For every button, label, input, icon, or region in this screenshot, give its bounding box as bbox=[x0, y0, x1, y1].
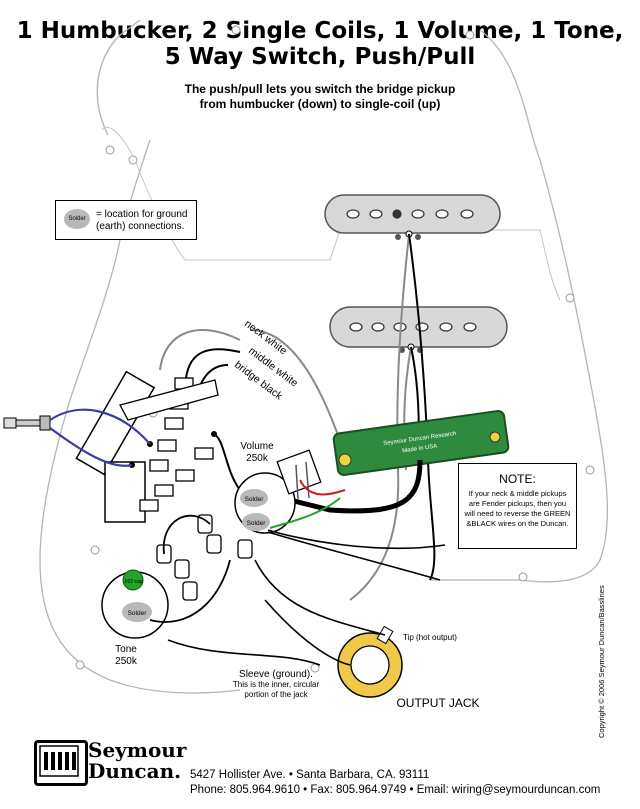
screw-holes bbox=[75, 25, 595, 673]
subtitle-line-2: from humbucker (down) to single-coil (up… bbox=[199, 97, 441, 111]
subtitle: The push/pull lets you switch the bridge… bbox=[0, 82, 640, 112]
volume-value: 250k bbox=[246, 453, 269, 464]
tone-label: Tone bbox=[115, 644, 137, 655]
contact-line: Phone: 805.964.9610 • Fax: 805.964.9749 … bbox=[190, 784, 601, 796]
volume-red-wire bbox=[299, 479, 346, 496]
note-box: NOTE: If your neck & middle pickups are … bbox=[458, 463, 577, 549]
title-line-1: 1 Humbucker, 2 Single Coils, 1 Volume, 1… bbox=[16, 18, 624, 44]
seymour-duncan-logo-icon bbox=[39, 745, 79, 777]
legend-box: Solder = location for ground (earth) con… bbox=[55, 200, 197, 240]
volume-lugs bbox=[197, 514, 253, 559]
volume-ground-wire bbox=[267, 529, 446, 550]
volume-green-wire bbox=[269, 497, 341, 529]
legend-solder-blob: Solder bbox=[64, 209, 90, 229]
volume-solder-bottom: Solder bbox=[247, 520, 267, 527]
mini-toggle-switch bbox=[3, 415, 51, 431]
tone-cap: .022 cap bbox=[123, 579, 142, 585]
copyright-vertical: Copyright © 2006 Seymour Duncan/Bassline… bbox=[597, 578, 609, 738]
switch-black-wire bbox=[213, 433, 241, 491]
tone-wire-1 bbox=[162, 514, 211, 555]
humbucker-cable bbox=[289, 459, 423, 514]
jack-sleeve-line2: This is the inner, circular bbox=[233, 680, 320, 689]
volume-label: Volume bbox=[240, 441, 274, 452]
switch-blue-wire-1 bbox=[49, 408, 151, 445]
jack-tip-wire bbox=[254, 559, 386, 636]
switch-blue-wire-2 bbox=[49, 427, 133, 467]
output-jack bbox=[337, 625, 403, 698]
logo-frame bbox=[34, 740, 88, 786]
volume-ground-wire-2 bbox=[267, 531, 441, 581]
tone-value: 250k bbox=[115, 656, 138, 667]
jack-tip-label: Tip (hot output) bbox=[403, 633, 457, 642]
brand-line-1: Seymour bbox=[88, 738, 187, 762]
tone-pot: Solder .022 cap bbox=[101, 569, 169, 639]
subtitle-line-1: The push/pull lets you switch the bridge… bbox=[184, 82, 456, 96]
jack-sleeve-title: Sleeve (ground). bbox=[239, 669, 313, 680]
brand-line-2: Duncan. bbox=[88, 759, 182, 783]
humbucker-pickup: Seymour Duncan Research Made in USA bbox=[332, 410, 510, 476]
output-jack-label: OUTPUT JACK bbox=[396, 696, 479, 710]
legend-text: = location for ground (earth) connection… bbox=[96, 209, 188, 232]
neck-pickup bbox=[324, 194, 501, 240]
humbucker-text-2: Made in USA bbox=[402, 444, 438, 455]
volume-solder-top: Solder bbox=[245, 496, 265, 503]
jack-sleeve-line3: portion of the jack bbox=[244, 690, 308, 699]
tone-solder: Solder bbox=[128, 610, 148, 617]
note-text: If your neck & middle pickups are Fender… bbox=[464, 489, 571, 528]
address: 5427 Hollister Ave. • Santa Barbara, CA.… bbox=[190, 769, 430, 781]
volume-pot: Solder Solder bbox=[234, 449, 322, 534]
note-title: NOTE: bbox=[499, 472, 536, 486]
pickup-wires bbox=[159, 233, 436, 601]
five-way-switch bbox=[75, 370, 219, 523]
tone-ground-wire bbox=[167, 639, 321, 666]
title-line-2: 5 Way Switch, Push/Pull bbox=[164, 44, 476, 70]
tone-wire-2 bbox=[149, 559, 231, 623]
jack-sleeve-wire bbox=[264, 599, 351, 666]
copyright-text: Copyright © 2006 Seymour Duncan/Bassline… bbox=[597, 585, 606, 738]
